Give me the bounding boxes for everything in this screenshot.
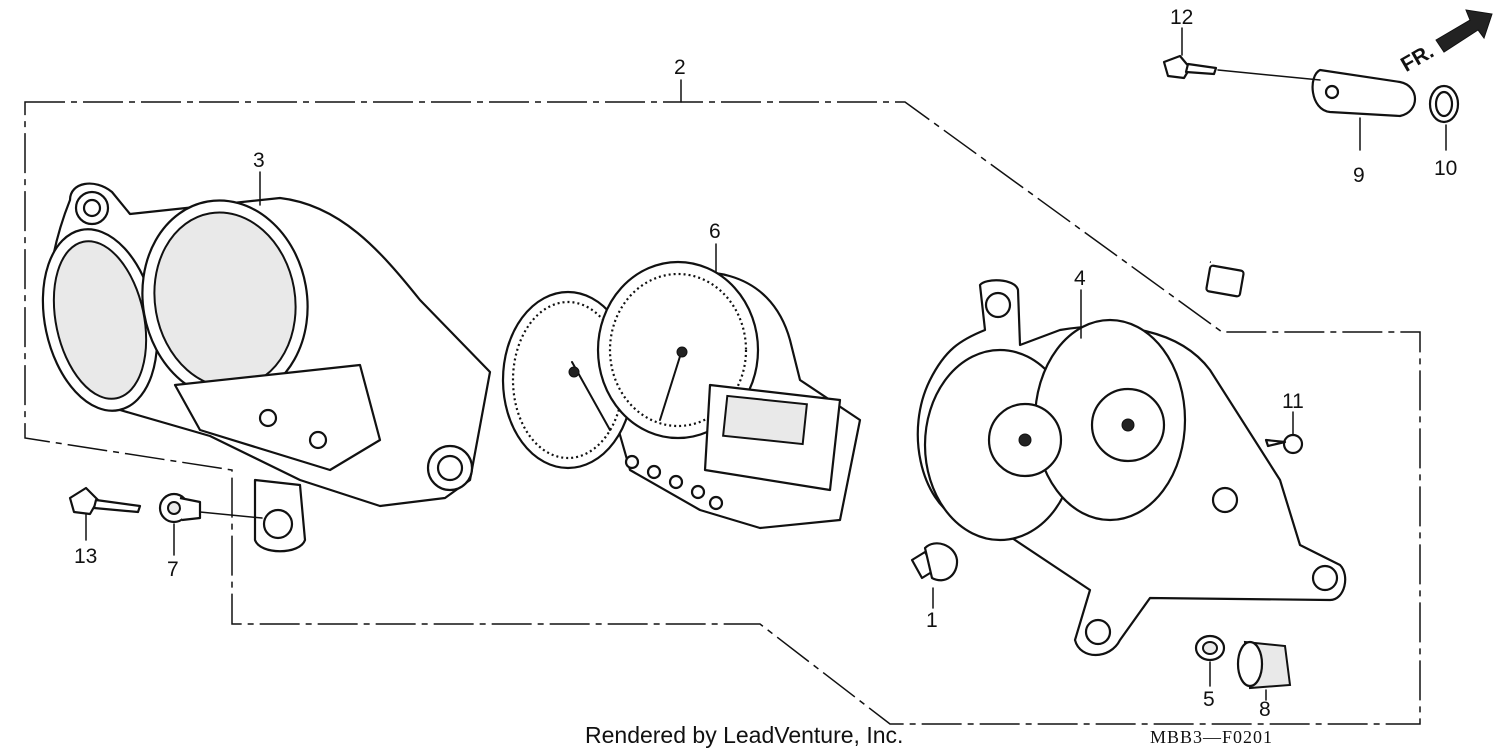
assembly-2-boundary xyxy=(24,101,1421,725)
bolt-part-13[interactable] xyxy=(68,486,142,516)
callout-3: 3 xyxy=(253,149,265,172)
callout-10: 10 xyxy=(1434,157,1457,180)
meter-cover-part-3[interactable] xyxy=(27,182,492,553)
front-direction-arrow: FR. xyxy=(1397,9,1493,77)
callout-9: 9 xyxy=(1353,164,1365,187)
collar-part-7[interactable] xyxy=(158,492,202,524)
cap-part-8[interactable] xyxy=(1236,640,1292,690)
callout-11: 11 xyxy=(1282,390,1304,413)
callout-8: 8 xyxy=(1259,698,1271,721)
callout-12: 12 xyxy=(1170,6,1193,29)
o-ring-part-10[interactable] xyxy=(1428,84,1460,124)
callout-6: 6 xyxy=(709,220,721,243)
grommet-part-5[interactable] xyxy=(1194,634,1226,662)
meter-assembly-part-6[interactable] xyxy=(501,260,862,530)
callout-4: 4 xyxy=(1074,267,1086,290)
bulb-socket-part-1[interactable] xyxy=(910,542,959,582)
meter-case-part-4[interactable] xyxy=(916,279,1347,656)
leader-12-to-sensor xyxy=(1217,69,1321,81)
callout-13: 13 xyxy=(74,545,97,568)
leader-7-a xyxy=(199,511,263,519)
callout-2: 2 xyxy=(674,56,686,79)
bolt-part-12[interactable] xyxy=(1162,54,1218,80)
callout-1: 1 xyxy=(926,609,938,632)
callout-7: 7 xyxy=(167,558,179,581)
screw-part-11[interactable] xyxy=(1264,433,1304,455)
speed-sensor-part-9[interactable] xyxy=(1113,68,1416,298)
drawing-code: MBB3—F0201 xyxy=(1150,727,1274,747)
render-credit: Rendered by LeadVenture, Inc. xyxy=(585,722,904,748)
direction-label: FR. xyxy=(1397,40,1438,77)
callout-5: 5 xyxy=(1203,688,1215,711)
